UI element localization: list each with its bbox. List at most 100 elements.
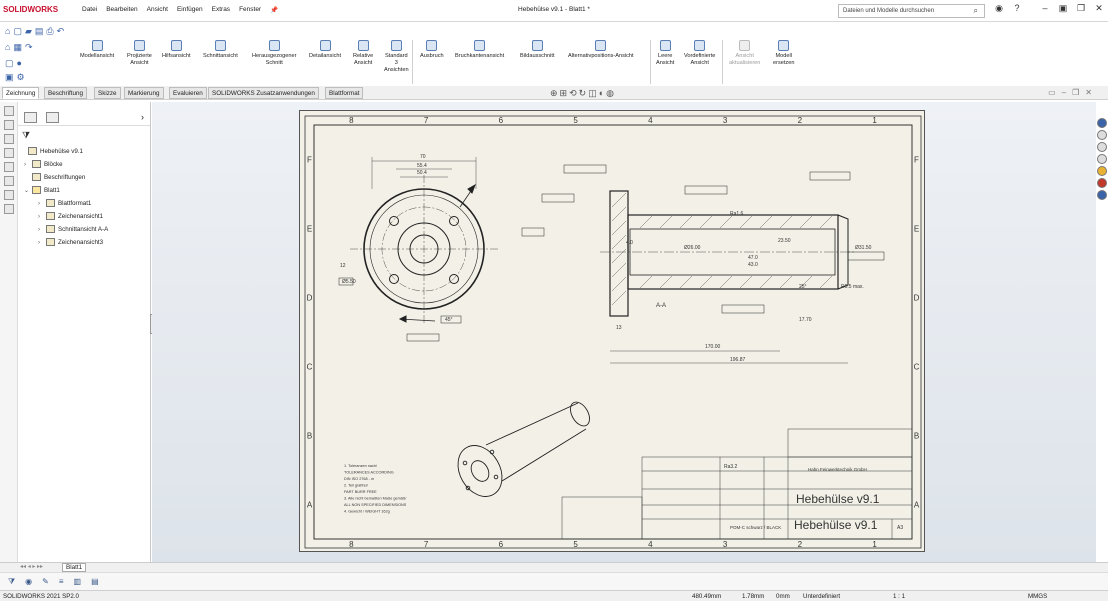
ribbon-button-8[interactable]: Ausbruch <box>420 40 444 60</box>
tree-node[interactable]: Hebehülse v9.1 <box>18 145 151 158</box>
chevron-right-icon[interactable]: › <box>141 112 144 122</box>
open-icon[interactable]: ▰ <box>24 26 32 36</box>
new-doc-icon[interactable]: ▢ <box>13 26 22 36</box>
tree-node[interactable]: ›Zeichenansicht1 <box>18 210 151 223</box>
file-explorer-icon[interactable] <box>1097 142 1107 152</box>
ribbon-button-6[interactable]: Relative Ansicht <box>353 40 373 67</box>
list-tool-icon[interactable]: ≡ <box>58 577 64 586</box>
display-icon[interactable]: ◐ <box>598 88 605 98</box>
ribbon-button-13[interactable]: Vordefinierte Ansicht <box>684 40 715 67</box>
align-tool-icon[interactable]: ▥ <box>73 577 82 586</box>
doc-min-icon[interactable]: – <box>1061 88 1067 97</box>
resources-icon[interactable] <box>1097 118 1107 128</box>
doc-restore-icon[interactable]: ❐ <box>1072 88 1080 97</box>
restore-icon[interactable]: ❐ <box>1076 3 1086 13</box>
filter-tool-icon[interactable]: ⧩ <box>8 577 16 586</box>
expand-icon[interactable]: › <box>38 227 40 233</box>
tool-icon[interactable] <box>4 204 14 214</box>
light-icon[interactable]: ● <box>16 58 22 68</box>
sheet-nav-arrows[interactable]: ◂◂ ◂ ▸ ▸▸ <box>20 564 44 570</box>
view-tool-icon[interactable]: ◉ <box>25 577 33 586</box>
tab-3[interactable]: Markierung <box>124 87 164 99</box>
tool-icon[interactable] <box>4 190 14 200</box>
expand-icon[interactable]: › <box>38 214 40 220</box>
feature-tree-tab-icon[interactable] <box>24 112 37 123</box>
options-icon[interactable]: ▦ <box>13 42 22 52</box>
ribbon-button-9[interactable]: Bruchkantenansicht <box>455 40 504 60</box>
ribbon-button-4[interactable]: Herausgezogener Schnitt <box>252 40 296 67</box>
user-icon[interactable]: ◉ <box>995 3 1003 13</box>
ribbon-button-1[interactable]: Projizierte Ansicht <box>127 40 152 67</box>
tree-node[interactable]: ›Zeichenansicht3 <box>18 236 151 249</box>
tree-node[interactable]: ›Blattformat1 <box>18 197 151 210</box>
expand-icon[interactable]: › <box>38 240 40 246</box>
tile-icon[interactable]: ▣ <box>1058 3 1068 13</box>
expand-icon[interactable]: ⌄ <box>24 188 30 194</box>
design-library-icon[interactable] <box>1097 130 1107 140</box>
pin-icon[interactable]: 📌 <box>270 7 279 14</box>
tree-node[interactable]: Beschriftungen <box>18 171 151 184</box>
menu-item-0[interactable]: Datei <box>82 6 98 13</box>
doc-close-icon[interactable]: ✕ <box>1085 88 1092 97</box>
ribbon-button-5[interactable]: Detailansicht <box>309 40 341 60</box>
menu-item-2[interactable]: Ansicht <box>146 6 168 13</box>
custom-properties-icon[interactable] <box>1097 178 1107 188</box>
tab-2[interactable]: Skizze <box>94 87 121 99</box>
ribbon-button-3[interactable]: Schnittansicht <box>203 40 238 60</box>
home-icon-2[interactable]: ⌂ <box>5 42 11 52</box>
undo-icon[interactable]: ↶ <box>56 26 65 36</box>
solidworks-logo[interactable]: SOLIDWORKS <box>3 5 58 14</box>
tab-6[interactable]: Blattformat <box>325 87 364 99</box>
rotate-icon[interactable]: ↻ <box>578 88 587 98</box>
section-icon[interactable]: ◫ <box>588 88 597 98</box>
sketch-tool-icon[interactable]: ✎ <box>42 577 49 586</box>
close-icon[interactable]: ✕ <box>1095 3 1103 13</box>
ribbon-button-7[interactable]: Standard 3 Ansichten <box>384 40 409 74</box>
tab-0[interactable]: Zeichnung <box>2 87 40 99</box>
appearance-icon[interactable]: ◍ <box>606 88 614 98</box>
search-input[interactable]: Dateien und Modelle durchsuchen⌕ <box>838 4 985 18</box>
menu-item-4[interactable]: Extras <box>211 6 231 13</box>
search-icon[interactable]: ⌕ <box>973 6 978 15</box>
appearances-icon[interactable] <box>1097 166 1107 176</box>
tool-icon[interactable] <box>4 176 14 186</box>
tree-node[interactable]: ›Blöcke <box>18 158 151 171</box>
bom-tool-icon[interactable]: ▤ <box>91 577 99 586</box>
ribbon-button-0[interactable]: Modellansicht <box>80 40 114 60</box>
help-icon[interactable]: ? <box>1014 3 1020 13</box>
tool-icon[interactable] <box>4 106 14 116</box>
view-palette-icon[interactable] <box>1097 154 1107 164</box>
tab-1[interactable]: Beschriftung <box>44 87 88 99</box>
ribbon-button-15[interactable]: Modell ersetzen <box>773 40 794 67</box>
tool-icon[interactable] <box>4 162 14 172</box>
select-icon[interactable]: ▣ <box>5 72 14 82</box>
menu-item-5[interactable]: Fenster <box>239 6 262 13</box>
status-units[interactable]: MMGS <box>1028 593 1048 600</box>
zoom-fit-icon[interactable]: ⊕ <box>550 88 558 98</box>
tab-5[interactable]: SOLIDWORKS Zusatzanwendungen <box>208 87 319 99</box>
doc-icon[interactable]: ▢ <box>5 58 14 68</box>
gear-icon[interactable]: ⚙ <box>16 72 25 82</box>
expand-icon[interactable]: › <box>24 162 26 168</box>
ribbon-button-10[interactable]: Bildausschnitt <box>520 40 555 60</box>
property-tab-icon[interactable] <box>46 112 59 123</box>
ribbon-button-12[interactable]: Leere Ansicht <box>656 40 674 67</box>
doc-tile-icon[interactable]: ▭ <box>1048 88 1056 97</box>
tool-icon[interactable] <box>4 134 14 144</box>
tool-icon[interactable] <box>4 120 14 130</box>
menu-item-3[interactable]: Einfügen <box>176 6 203 13</box>
tab-4[interactable]: Evaluieren <box>169 87 207 99</box>
ribbon-button-11[interactable]: Alternativpositions-Ansicht <box>568 40 634 60</box>
menu-item-1[interactable]: Bearbeiten <box>106 6 138 13</box>
minimize-icon[interactable]: – <box>1042 3 1048 13</box>
redo-icon[interactable]: ↷ <box>24 42 33 52</box>
ribbon-button-2[interactable]: Hilfsansicht <box>162 40 191 60</box>
print-icon[interactable]: ⎙ <box>46 26 54 36</box>
expand-icon[interactable]: › <box>38 201 40 207</box>
previous-view-icon[interactable]: ⟲ <box>569 88 577 98</box>
tree-node[interactable]: ›Schnittansicht A-A <box>18 223 151 236</box>
sheet-tab-blatt1[interactable]: Blatt1 <box>62 563 87 572</box>
status-scale[interactable]: 1 : 1 <box>893 593 906 600</box>
save-icon[interactable]: ▤ <box>34 26 44 36</box>
